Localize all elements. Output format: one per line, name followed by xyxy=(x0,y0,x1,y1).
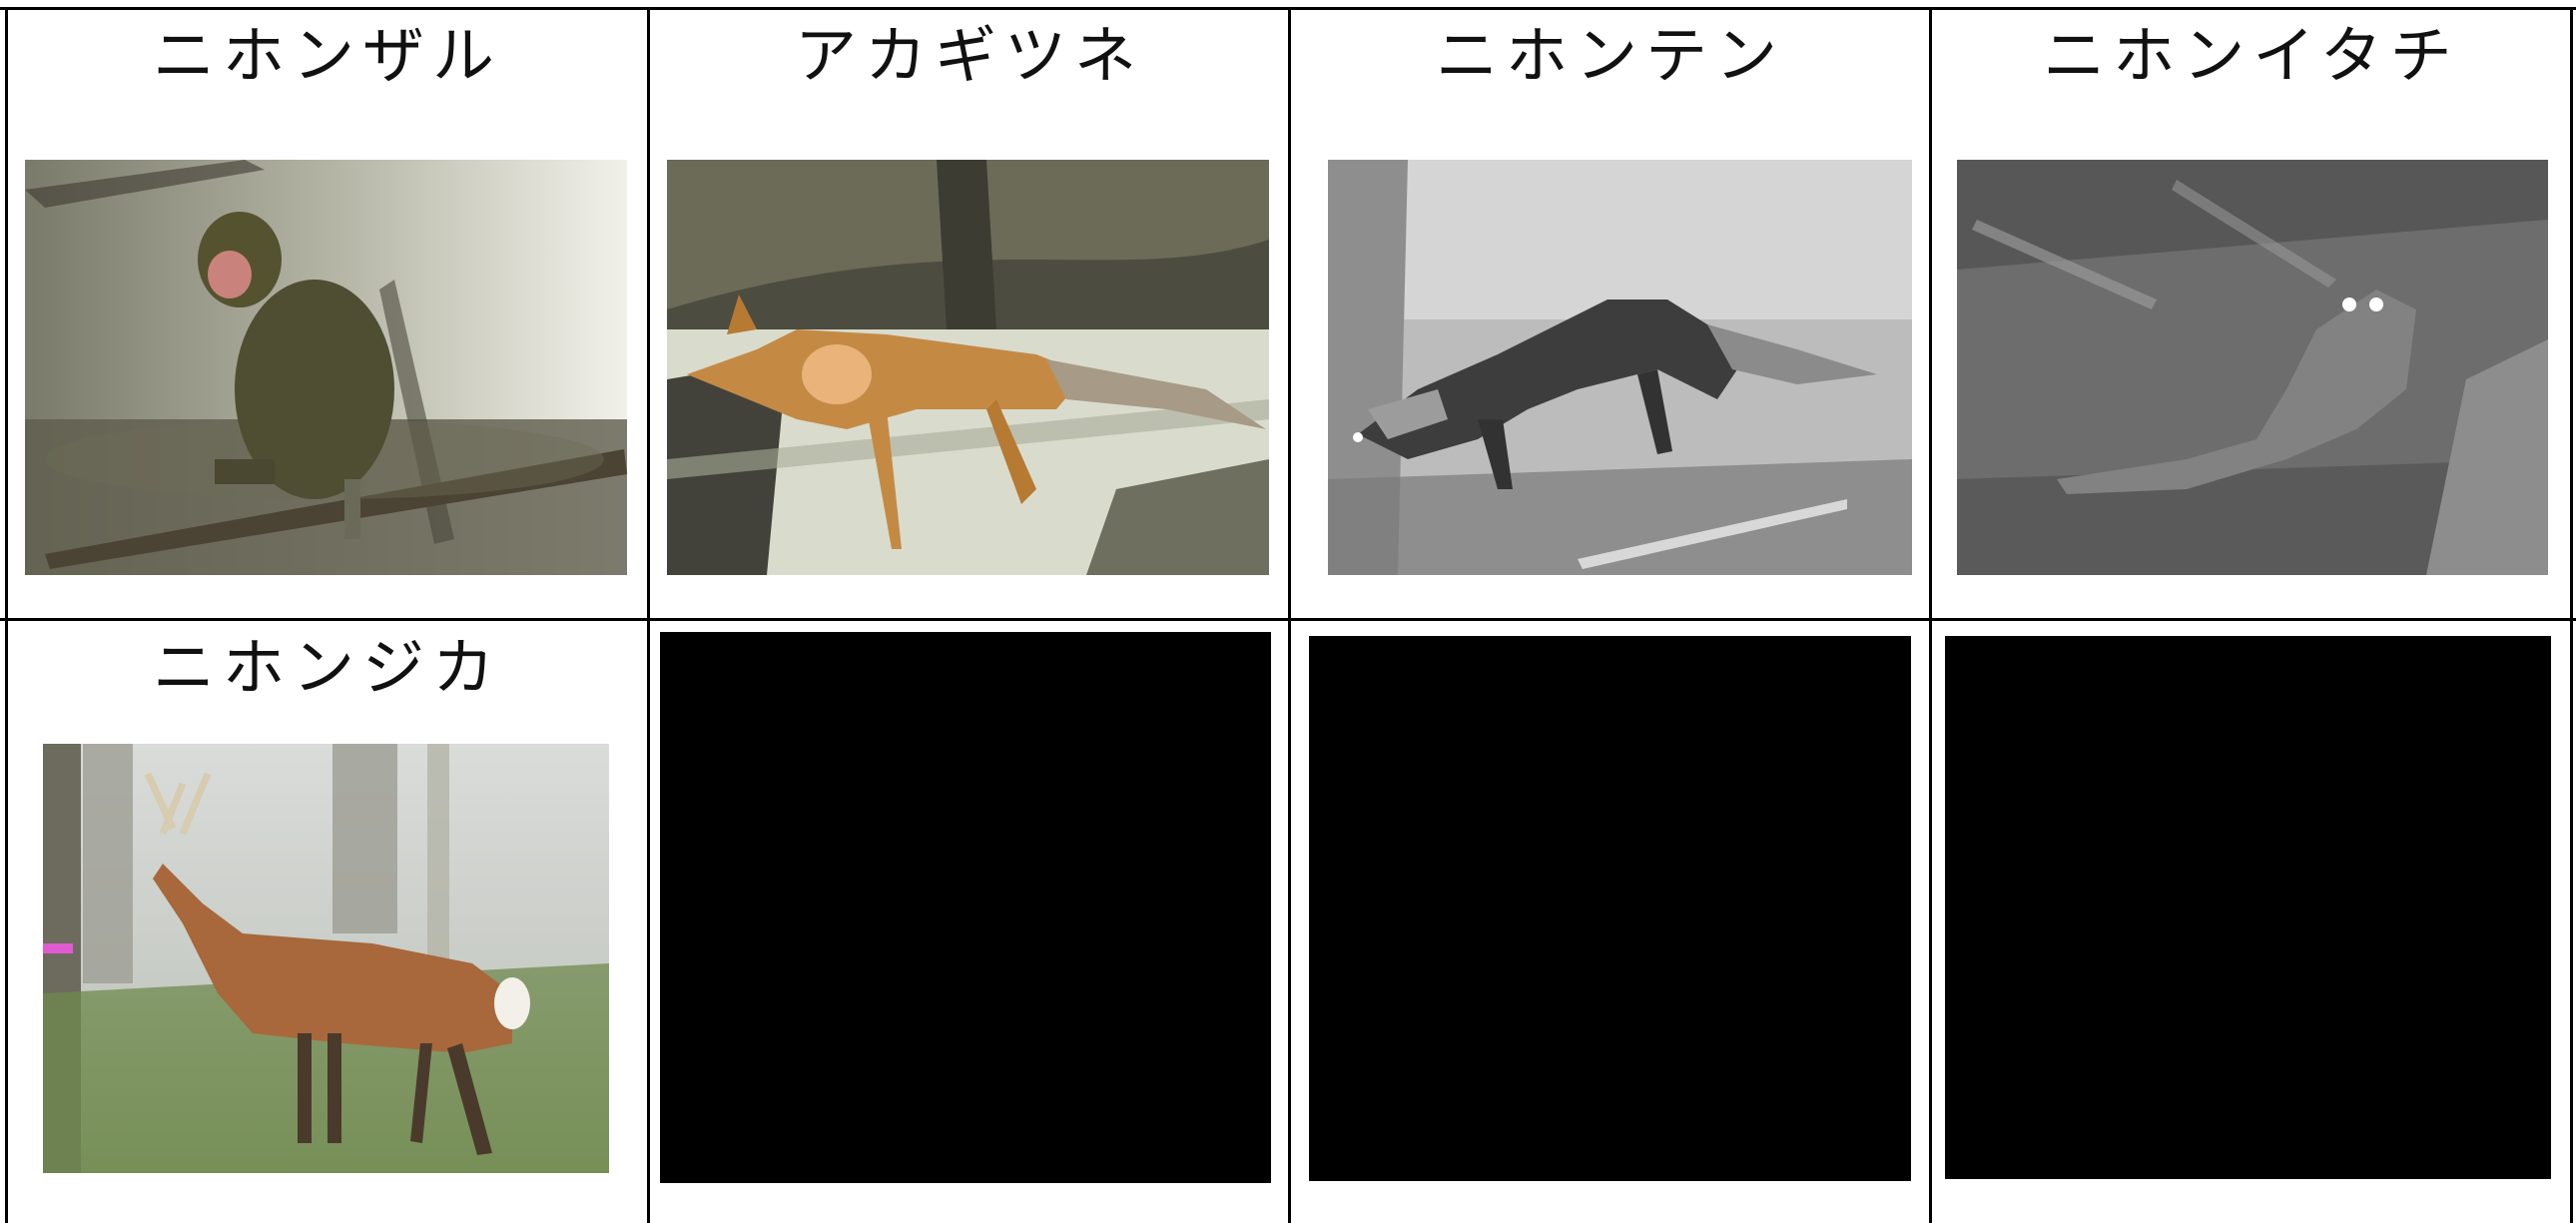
blank-black-panel-3 xyxy=(1945,636,2551,1179)
grid-border-left xyxy=(5,7,8,1223)
grid-border-right xyxy=(2570,7,2573,1223)
label-red-fox: アカギツネ xyxy=(794,19,1144,92)
japanese-marten-photo xyxy=(1328,160,1912,575)
blank-black-panel-1 xyxy=(660,632,1271,1183)
label-japanese-marten: ニホンテン xyxy=(1435,19,1785,92)
japanese-weasel-photo xyxy=(1957,160,2548,575)
grid-divider-1 xyxy=(647,7,650,1223)
label-japanese-weasel: ニホンイタチ xyxy=(2043,19,2460,92)
label-japanese-macaque: ニホンザル xyxy=(152,19,502,92)
japanese-macaque-photo xyxy=(25,160,627,575)
blank-black-panel-2 xyxy=(1309,636,1911,1181)
label-sika-deer: ニホンジカ xyxy=(152,631,502,704)
grid-divider-3 xyxy=(1929,7,1932,1223)
grid-divider-2 xyxy=(1288,7,1291,1223)
red-fox-photo xyxy=(667,160,1269,575)
sika-deer-photo xyxy=(43,744,609,1173)
